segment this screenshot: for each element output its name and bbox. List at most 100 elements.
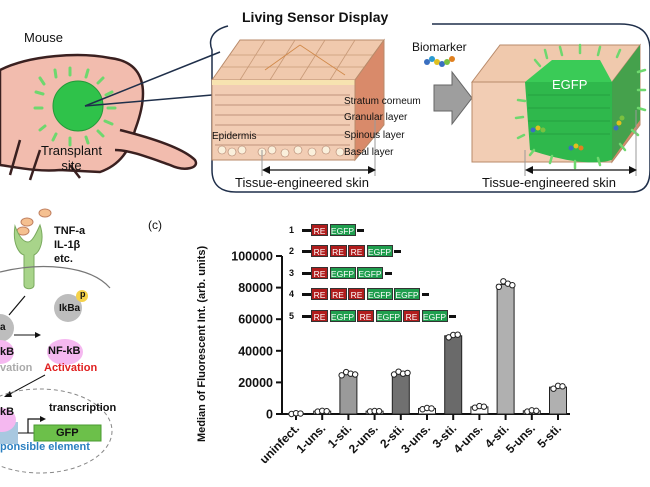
re-element-box: RE (329, 288, 347, 300)
re-element-box: RE (311, 267, 328, 279)
egfp-element-box: EGFP (329, 224, 356, 236)
dna-line (394, 249, 401, 253)
replicate-point (375, 407, 383, 415)
y-tick-label: 20000 (238, 376, 273, 390)
construct-index: 4 (289, 289, 295, 299)
re-element-box: RE (311, 310, 328, 322)
egfp-element-box: EGFP (329, 267, 356, 279)
bar-4-sti. (496, 283, 515, 415)
replicate-point (509, 282, 516, 289)
stimuli-list: TNF-a IL-1β etc. (54, 224, 85, 266)
phospho-icon (76, 290, 88, 302)
construct-index: 3 (289, 268, 295, 278)
egfp-element-box: EGFP (357, 267, 383, 279)
construct-index: 2 (289, 246, 295, 256)
replicate-point (480, 403, 488, 410)
gfp-spot (52, 80, 104, 132)
dna-line (357, 228, 364, 232)
skin-caption-left: Tissue-engineered skin (235, 175, 369, 190)
replicate-point (351, 371, 359, 378)
skin-block-normal (211, 38, 385, 176)
dna-line (421, 292, 429, 296)
dna-line (302, 228, 311, 232)
dna-line (302, 249, 311, 253)
x-tick-label: 1-uns. (293, 421, 328, 456)
replicate-point (297, 410, 304, 417)
egfp-element-box: EGFP (394, 288, 420, 300)
egfp-element-box: EGFP (375, 310, 402, 322)
replicate-point (559, 383, 566, 390)
ikba-partial-label: a (0, 322, 6, 333)
biomarker-label: Biomarker (412, 40, 467, 54)
ligand-icon (38, 208, 52, 218)
nfkb-icon (47, 339, 83, 365)
x-tick-label: 4-uns. (451, 421, 486, 456)
transplant-label-line2: site (61, 158, 82, 173)
dna-line (302, 292, 311, 296)
replicate-point (454, 331, 461, 338)
dna-line (449, 314, 456, 318)
dna-line (302, 314, 311, 318)
x-tick-label: 2-uns. (346, 421, 381, 456)
panel-label-c: (c) (148, 218, 162, 232)
ikba-icon (54, 294, 82, 322)
egfp-element-box: EGFP (329, 310, 356, 322)
pathway-diagram (0, 208, 113, 474)
stimulus-il1b: IL-1β (54, 239, 81, 251)
y-tick-label: 80000 (238, 281, 273, 295)
replicate-point (323, 407, 330, 415)
re-element-box: RE (311, 245, 328, 257)
mouse-label: Mouse (24, 30, 64, 45)
replicate-point (428, 405, 435, 412)
y-tick-label: 100000 (231, 250, 273, 264)
phospho-label: p (80, 289, 86, 299)
re-element-box: RE (348, 288, 365, 300)
activation-label: Activation (44, 362, 98, 374)
construct-index: 1 (289, 225, 295, 235)
replicate-point (550, 385, 557, 392)
arrow-icon (433, 70, 473, 126)
gfp-gene-box (33, 424, 102, 442)
x-tick-label: 5-uns. (503, 421, 538, 456)
responsive-element-label: ponsible element (0, 441, 90, 453)
glow-rays (33, 66, 117, 147)
display-frame (209, 23, 650, 193)
y-tick-label: 40000 (238, 344, 273, 358)
nfkb-label: NF-kB (48, 345, 81, 357)
gfp-label: GFP (56, 427, 79, 439)
replicate-point (533, 407, 540, 415)
glow-rays-right (514, 43, 647, 170)
y-tick-label: 0 (266, 408, 273, 422)
egfp-label: EGFP (552, 77, 588, 92)
re-element-box: RE (311, 224, 328, 236)
replicate-point (495, 283, 503, 291)
re-element-box: RE (329, 245, 347, 257)
re-element-box: RE (311, 288, 328, 300)
epidermis-label: Epidermis (212, 131, 257, 142)
replicate-point (404, 369, 411, 377)
x-tick-label: 3-uns. (398, 421, 433, 456)
skin-caption-right: Tissue-engineered skin (482, 175, 616, 190)
dna-line (302, 271, 311, 275)
display-title: Living Sensor Display (242, 9, 389, 25)
construct-index: 5 (289, 311, 295, 321)
layer-spinous: Spinous layer (344, 130, 405, 141)
bound-biomarkers (530, 115, 625, 151)
re-element-box: RE (403, 310, 420, 322)
layer-granular: Granular layer (344, 112, 408, 123)
y-tick-label: 60000 (238, 313, 273, 327)
transplant-label-line1: Transplant (41, 143, 102, 158)
inactivation-label: vation (0, 362, 33, 374)
layer-basal: Basal layer (344, 147, 394, 158)
egfp-element-box: EGFP (421, 310, 448, 322)
layer-stratum-corneum: Stratum corneum (344, 96, 421, 107)
transcription-label: transcription (49, 402, 117, 414)
x-tick-label: 5-sti. (534, 421, 564, 451)
ikba-label: IkBa (59, 303, 81, 314)
egfp-element-box: EGFP (366, 245, 393, 257)
